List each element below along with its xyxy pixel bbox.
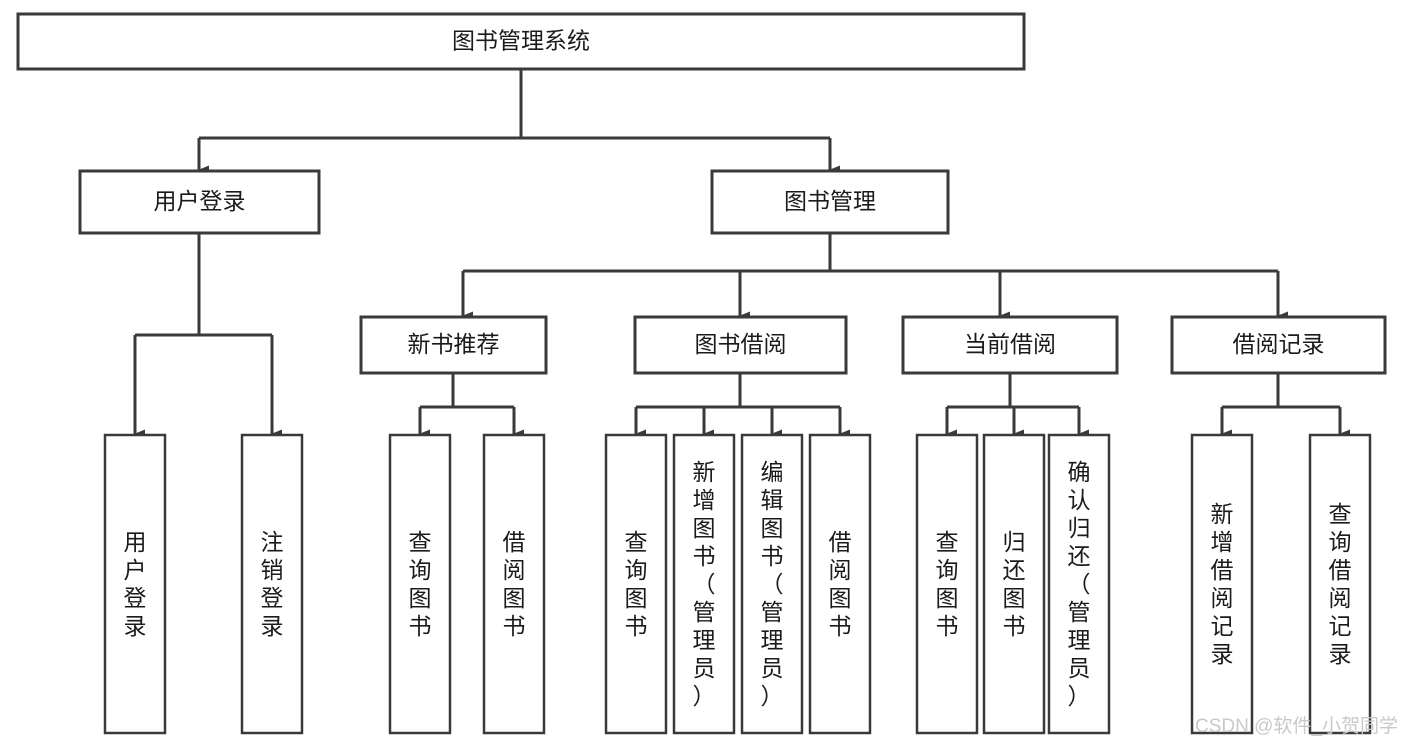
node-leaf-query-book-cur-box[interactable] xyxy=(915,433,979,735)
node-leaf-user-logout[interactable]: 注销登录 xyxy=(240,433,304,735)
node-leaf-confirm-return-box[interactable] xyxy=(1047,433,1111,735)
node-leaf-query-book-cur-label: 查询图书 xyxy=(936,529,959,639)
node-leaf-user-logout-label: 注销登录 xyxy=(261,529,284,639)
csdn-watermark: CSDN @软件_小贺同学 xyxy=(1195,715,1398,737)
node-leaf-add-record-label: 新增借阅记录 xyxy=(1211,501,1234,667)
node-book-borrow-box[interactable] xyxy=(633,315,848,375)
node-current-borrow[interactable]: 当前借阅 xyxy=(901,315,1119,375)
node-leaf-query-book-label: 查询图书 xyxy=(625,529,648,639)
node-leaf-add-book-label: 新增图书（管理员） xyxy=(693,459,716,709)
node-borrow-record-box[interactable] xyxy=(1170,315,1387,375)
node-book-borrow-label: 图书借阅 xyxy=(695,331,787,357)
node-leaf-add-record-box[interactable] xyxy=(1190,433,1254,735)
node-leaf-query-book-rec[interactable]: 查询图书 xyxy=(388,433,452,735)
node-current-borrow-label: 当前借阅 xyxy=(964,331,1056,357)
node-leaf-query-record[interactable]: 查询借阅记录 xyxy=(1308,433,1372,735)
node-leaf-user-login-label: 用户登录 xyxy=(124,529,147,639)
node-leaf-query-book-rec-label: 查询图书 xyxy=(409,529,432,639)
node-borrow-record-label: 借阅记录 xyxy=(1233,331,1325,357)
node-book-borrow[interactable]: 图书借阅 xyxy=(633,315,848,375)
node-user-login-box[interactable] xyxy=(78,169,321,235)
node-leaf-add-record[interactable]: 新增借阅记录 xyxy=(1190,433,1254,735)
node-leaf-user-logout-box[interactable] xyxy=(240,433,304,735)
node-leaf-add-book[interactable]: 新增图书（管理员） xyxy=(672,433,736,735)
node-root-label: 图书管理系统 xyxy=(452,28,590,54)
node-leaf-borrow-book[interactable]: 借阅图书 xyxy=(808,433,872,735)
node-user-login[interactable]: 用户登录 xyxy=(78,169,321,235)
node-new-book-recommend[interactable]: 新书推荐 xyxy=(359,315,548,375)
node-leaf-edit-book[interactable]: 编辑图书（管理员） xyxy=(740,433,804,735)
node-current-borrow-box[interactable] xyxy=(901,315,1119,375)
node-leaf-query-book-rec-box[interactable] xyxy=(388,433,452,735)
node-borrow-record[interactable]: 借阅记录 xyxy=(1170,315,1387,375)
node-user-login-label: 用户登录 xyxy=(154,188,246,214)
node-leaf-query-book-cur[interactable]: 查询图书 xyxy=(915,433,979,735)
node-book-management-label: 图书管理 xyxy=(784,188,876,214)
node-leaf-borrow-book-rec-box[interactable] xyxy=(482,433,546,735)
node-leaf-user-login-box[interactable] xyxy=(103,433,167,735)
node-leaf-add-book-box[interactable] xyxy=(672,433,736,735)
node-leaf-borrow-book-label: 借阅图书 xyxy=(829,529,852,639)
node-leaf-return-book-box[interactable] xyxy=(982,433,1046,735)
node-book-management-box[interactable] xyxy=(710,169,950,235)
node-root[interactable]: 图书管理系统 xyxy=(16,12,1026,71)
node-leaf-confirm-return[interactable]: 确认归还（管理员） xyxy=(1047,433,1111,735)
node-leaf-query-record-label: 查询借阅记录 xyxy=(1329,501,1352,667)
node-leaf-query-book[interactable]: 查询图书 xyxy=(604,433,668,735)
node-new-book-recommend-box[interactable] xyxy=(359,315,548,375)
node-leaf-return-book-label: 归还图书 xyxy=(1003,529,1026,639)
node-leaf-confirm-return-label: 确认归还（管理员） xyxy=(1068,459,1091,709)
node-leaf-borrow-book-rec[interactable]: 借阅图书 xyxy=(482,433,546,735)
node-leaf-edit-book-box[interactable] xyxy=(740,433,804,735)
node-leaf-query-book-box[interactable] xyxy=(604,433,668,735)
node-leaf-return-book[interactable]: 归还图书 xyxy=(982,433,1046,735)
edges-layer xyxy=(133,69,1350,439)
node-leaf-user-login[interactable]: 用户登录 xyxy=(103,433,167,735)
node-book-management[interactable]: 图书管理 xyxy=(710,169,950,235)
node-leaf-borrow-book-box[interactable] xyxy=(808,433,872,735)
node-leaf-query-record-box[interactable] xyxy=(1308,433,1372,735)
node-root-box[interactable] xyxy=(16,12,1026,71)
node-leaf-borrow-book-rec-label: 借阅图书 xyxy=(503,529,526,639)
node-leaf-edit-book-label: 编辑图书（管理员） xyxy=(761,459,784,709)
nodes-layer: 图书管理系统用户登录图书管理新书推荐图书借阅当前借阅借阅记录用户登录注销登录查询… xyxy=(16,12,1387,735)
node-new-book-recommend-label: 新书推荐 xyxy=(408,331,500,357)
